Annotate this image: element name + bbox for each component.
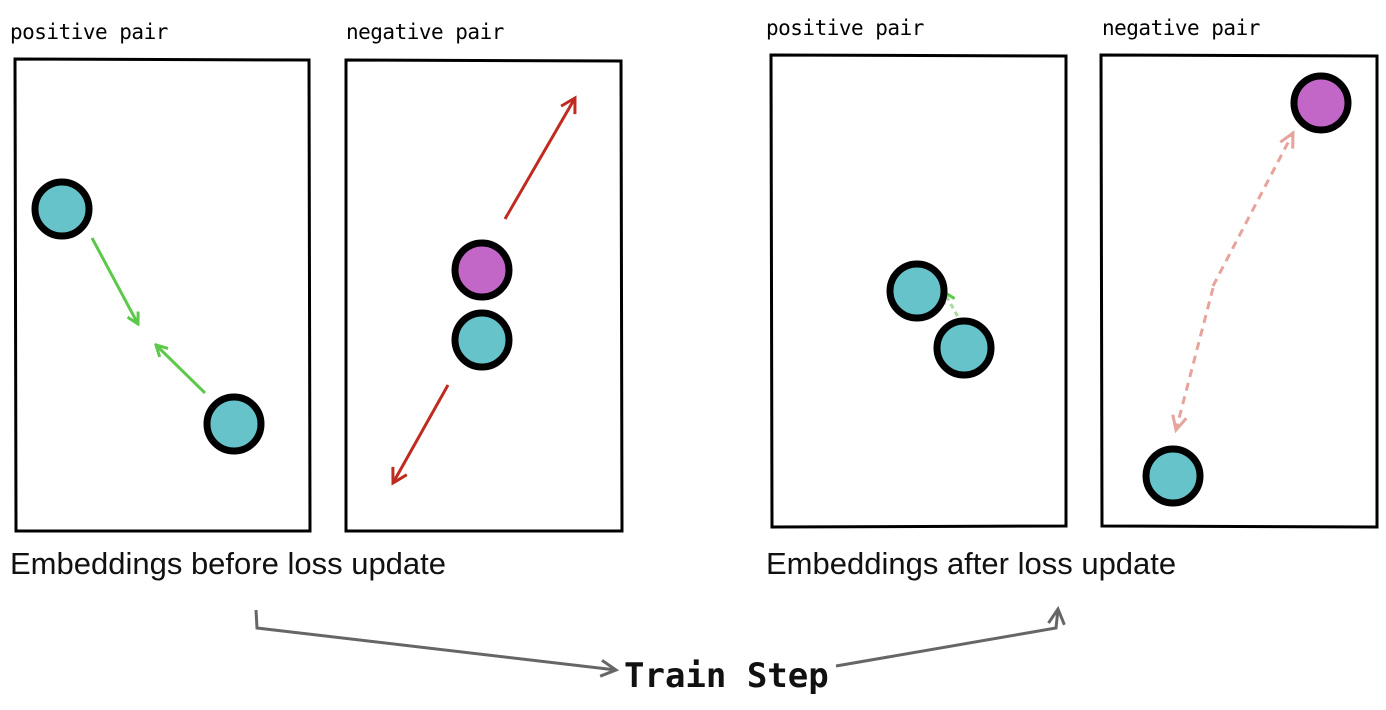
after-negative-label: negative pair (1102, 16, 1260, 40)
push-arrow-up (503, 98, 575, 220)
before-negative-panel (344, 58, 624, 533)
positive-point (933, 317, 995, 379)
after-positive-panel (769, 53, 1068, 529)
before-positive-label: positive pair (10, 20, 168, 44)
after-negative-panel (1099, 53, 1379, 529)
train-step-label: Train Step (624, 656, 829, 696)
flow-arrow-right (835, 605, 1066, 668)
anchor-point (1142, 445, 1204, 507)
after-positive-label: positive pair (766, 16, 924, 40)
before-caption: Embeddings before loss update (10, 546, 447, 581)
negative-point (451, 239, 513, 301)
before-negative-label: negative pair (346, 20, 504, 44)
pull-arrow-top (90, 237, 138, 324)
pull-arrow-bottom (156, 345, 207, 395)
flow-arrow-left (254, 609, 620, 678)
push-arrow-faded-up (1211, 133, 1293, 287)
anchor-point (451, 309, 513, 371)
pull-arrow-faded (944, 292, 964, 325)
negative-point (1290, 72, 1352, 134)
positive-point (203, 393, 265, 455)
after-caption: Embeddings after loss update (766, 546, 1177, 581)
anchor-point (31, 178, 93, 240)
push-arrow-down (393, 384, 450, 483)
anchor-point (886, 260, 948, 322)
before-positive-panel (13, 57, 312, 533)
push-arrow-faded-down (1176, 287, 1215, 430)
